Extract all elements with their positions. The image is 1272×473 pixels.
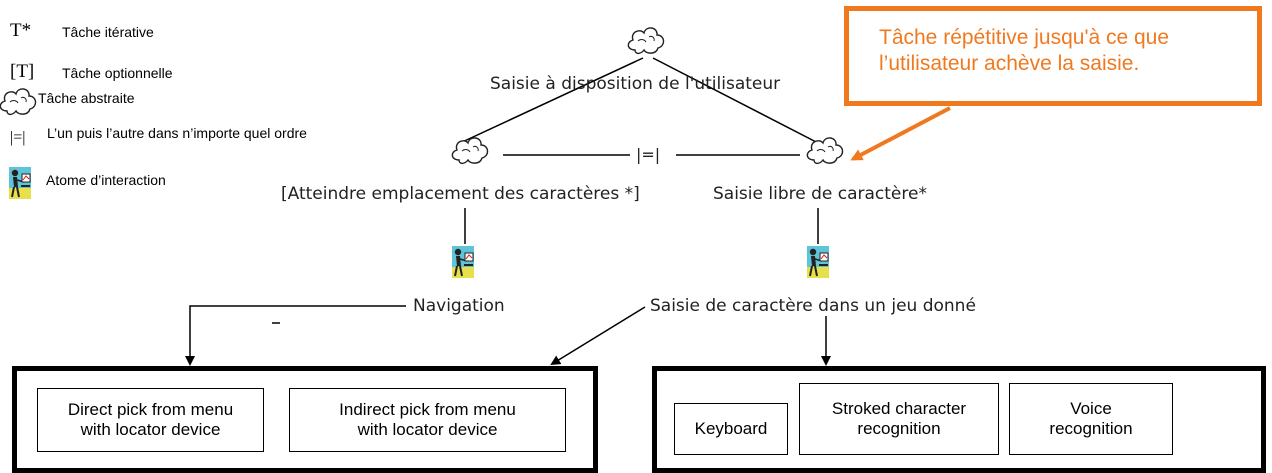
stroked-recognition-box: Stroked character recognition [799,383,999,455]
operator-label: |=| [636,145,661,164]
arrow-saisie-left [550,306,646,366]
legend-label-iterative: Tâche itérative [62,24,154,40]
legend-symbol-iterative: T* [10,20,32,41]
tree-connectors [457,57,821,244]
connector-root-left [457,57,644,145]
right-atom-icon [806,245,830,279]
callout-note: Tâche répétitive jusqu'à ce que l’utilis… [844,6,1262,106]
legend-label-order: L’un puis l’autre dans n’importe quel or… [47,125,307,141]
connector-root-right [652,57,821,145]
direct-pick-box: Direct pick from menu with locator devic… [37,388,264,452]
root-task-label: Saisie à disposition de l'utilisateur [490,74,781,94]
saisie-atom-label: Saisie de caractère dans un jeu donné [650,296,976,316]
arrow-navigation [185,305,406,366]
legend-label-abstract: Tâche abstraite [38,90,135,106]
right-task-label: Saisie libre de caractère* [713,184,927,204]
left-task-label: [Atteindre emplacement des caractères *] [281,184,640,204]
left-cloud-icon [451,137,489,165]
left-atom-icon [451,245,475,279]
navigation-atom-label: Navigation [413,296,505,316]
down-arrows [185,305,831,366]
right-device-group: Keyboard Stroked character recognition V… [652,366,1266,473]
keyboard-box: Keyboard [674,403,788,455]
callout-arrow [850,106,951,161]
legend-label-atom: Atome d’interaction [46,172,166,188]
interaction-atom-icon [8,166,32,200]
legend-symbol-order: |=| [10,129,26,146]
indirect-pick-box: Indirect pick from menu with locator dev… [289,388,566,452]
legend-label-optional: Tâche optionnelle [62,65,173,81]
right-cloud-icon [806,137,844,165]
voice-recognition-box: Voice recognition [1009,383,1173,455]
root-cloud-icon [627,27,665,55]
legend-symbol-optional: [T] [10,61,35,82]
left-device-group: Direct pick from menu with locator devic… [12,366,598,473]
cloud-icon [0,88,37,116]
